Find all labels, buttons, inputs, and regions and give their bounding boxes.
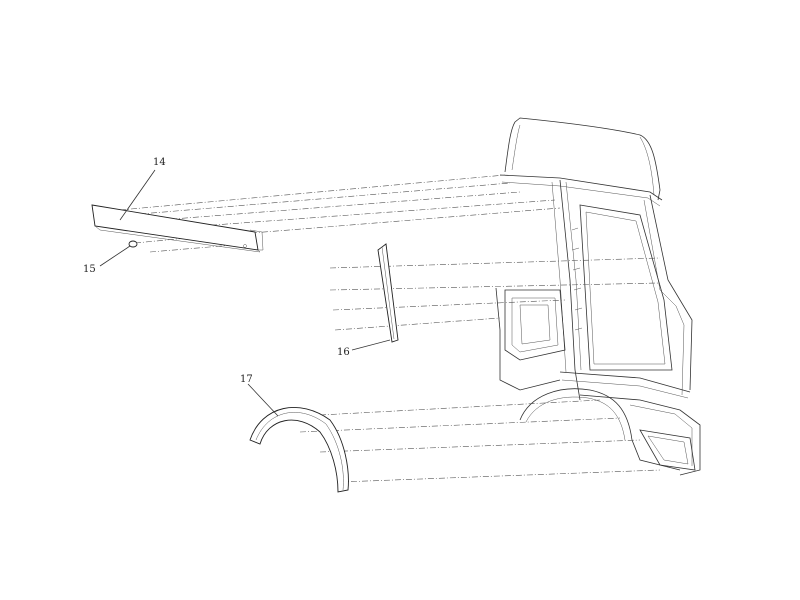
callout-17: 17 bbox=[240, 374, 253, 385]
assembly-lines bbox=[119, 174, 661, 483]
callout-labels: 14 15 16 17 bbox=[83, 157, 350, 385]
part-15-clip bbox=[128, 240, 138, 248]
part-17-wheel-arch-molding bbox=[249, 407, 349, 493]
callout-14: 14 bbox=[153, 157, 166, 168]
callout-16: 16 bbox=[337, 347, 350, 358]
callout-15: 15 bbox=[83, 264, 96, 275]
leader-lines bbox=[99, 169, 391, 417]
van-body bbox=[495, 117, 701, 476]
part-14-roof-trim-strip bbox=[91, 204, 264, 253]
part-16-pillar-trim bbox=[377, 243, 399, 343]
